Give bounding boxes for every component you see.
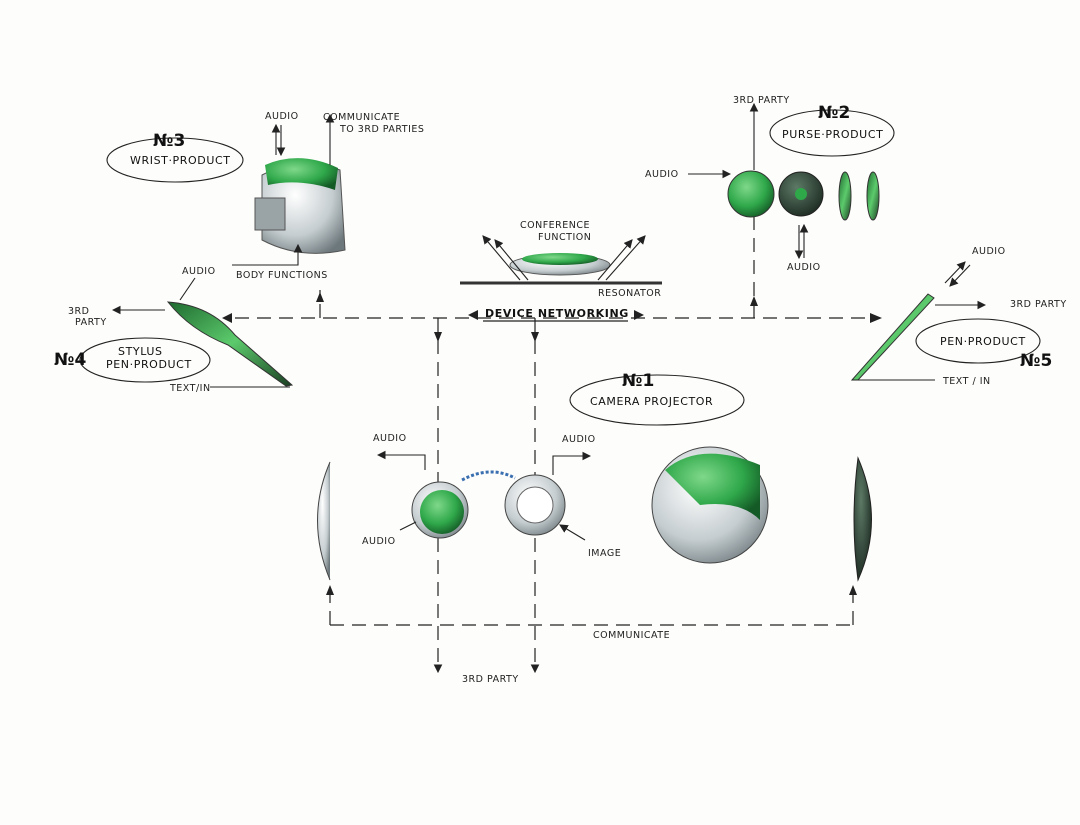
diagram-label: №5 [1020, 351, 1052, 371]
diagram-label: AUDIO [787, 262, 821, 273]
diagram-label: CAMERA PROJECTOR [590, 395, 713, 408]
product-number: №3 [153, 131, 185, 151]
diagram-label: CONFERENCE [520, 220, 590, 231]
diagram-label: AUDIO [645, 169, 679, 180]
purse-device-front [727, 170, 775, 218]
diagram-label: STYLUS [118, 345, 163, 358]
arrow-left-icon [222, 313, 232, 323]
diagram-label: AUDIO [182, 266, 216, 277]
diagram-label: 3RD PARTY [733, 95, 790, 106]
wrist-product: №3 WRIST·PRODUCT AUDIO COMMUNICATE TO 3R… [106, 111, 424, 281]
diagram-label: AUDIO [362, 536, 396, 547]
diagram-label: FUNCTION [538, 232, 591, 243]
arrow-right-icon [870, 313, 882, 323]
diagram-label: TEXT / IN [942, 376, 991, 387]
diagram-label: 3RD PARTY [462, 674, 519, 685]
network-lines [222, 102, 882, 674]
diagram-label: AUDIO [972, 246, 1006, 257]
purse-product: 3RD PARTY №2 PURSE·PRODUCT AUDIO AUDIO [645, 95, 895, 273]
diagram-label: COMMUNICATE [593, 630, 670, 641]
product-label-bubble [106, 137, 244, 183]
diagram-label: COMMUNICATE [323, 112, 400, 123]
diagram-label: AUDIO [562, 434, 596, 445]
diagram-title: DEVICE NETWORKING [485, 307, 629, 320]
product-name: WRIST·PRODUCT [130, 154, 231, 167]
camera-projector: №1 CAMERA PROJECTOR AUDIO AUDIO AUDIO IM… [317, 371, 872, 685]
diagram-label: RESONATOR [598, 288, 661, 299]
diagram-label: BODY FUNCTIONS [236, 270, 328, 281]
diagram-label: PARTY [75, 317, 107, 328]
stylus-pen-product: AUDIO 3RD PARTY №4 STYLUS PEN·PRODUCT TE… [54, 266, 294, 394]
diagram-label: TEXT/IN [169, 383, 211, 394]
wrist-screen [265, 158, 338, 190]
diagram-label: AUDIO [373, 433, 407, 444]
diagram-label: 3RD [68, 306, 89, 317]
diagram-label: №4 [54, 350, 86, 370]
diagram-label: TO 3RD PARTIES [339, 124, 424, 135]
diagram-label: PEN·PRODUCT [940, 335, 1026, 348]
conference-function: CONFERENCE FUNCTION RESONATOR [460, 220, 662, 299]
diagram-label: 3RD PARTY [1010, 299, 1067, 310]
diagram-label: PEN·PRODUCT [106, 358, 192, 371]
diagram-label: №2 [818, 103, 850, 123]
diagram-label: №1 [622, 371, 654, 391]
diagram-label: IMAGE [588, 548, 621, 559]
diagram-label: PURSE·PRODUCT [782, 128, 883, 141]
diagram-label: AUDIO [265, 111, 299, 122]
pen-product: AUDIO 3RD PARTY PEN·PRODUCT №5 TEXT / IN [850, 246, 1067, 387]
